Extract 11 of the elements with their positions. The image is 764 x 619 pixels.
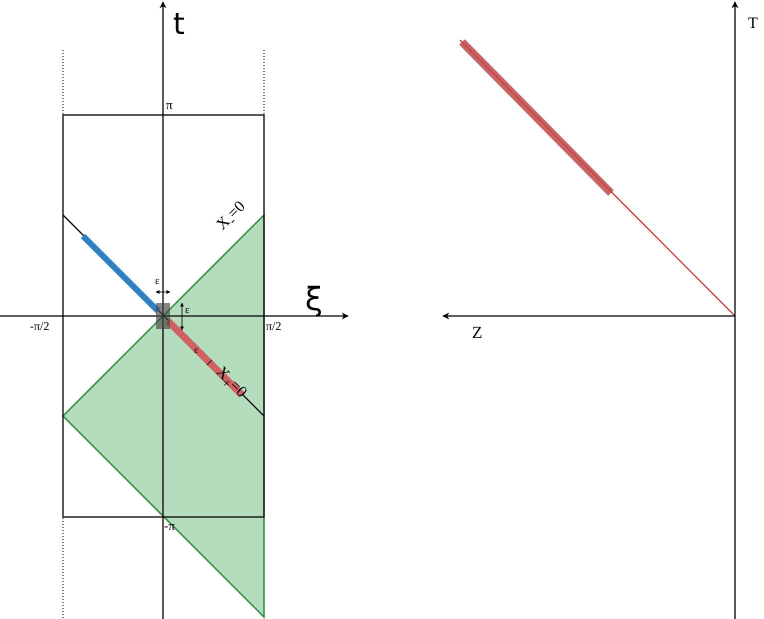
axis-label: Z [472,324,482,341]
epsilon-label: ε [194,346,198,356]
axis-label: t [173,10,185,40]
axis-label: T [748,16,758,32]
tick-label: -π/2 [30,320,50,332]
tick-label: π [166,98,173,111]
tick-label: π/2 [266,320,282,332]
axis-label: ξ [305,283,323,315]
epsilon-label: ε [185,305,190,316]
tick-label: -π [164,519,175,532]
epsilon-label: ε [155,276,160,287]
